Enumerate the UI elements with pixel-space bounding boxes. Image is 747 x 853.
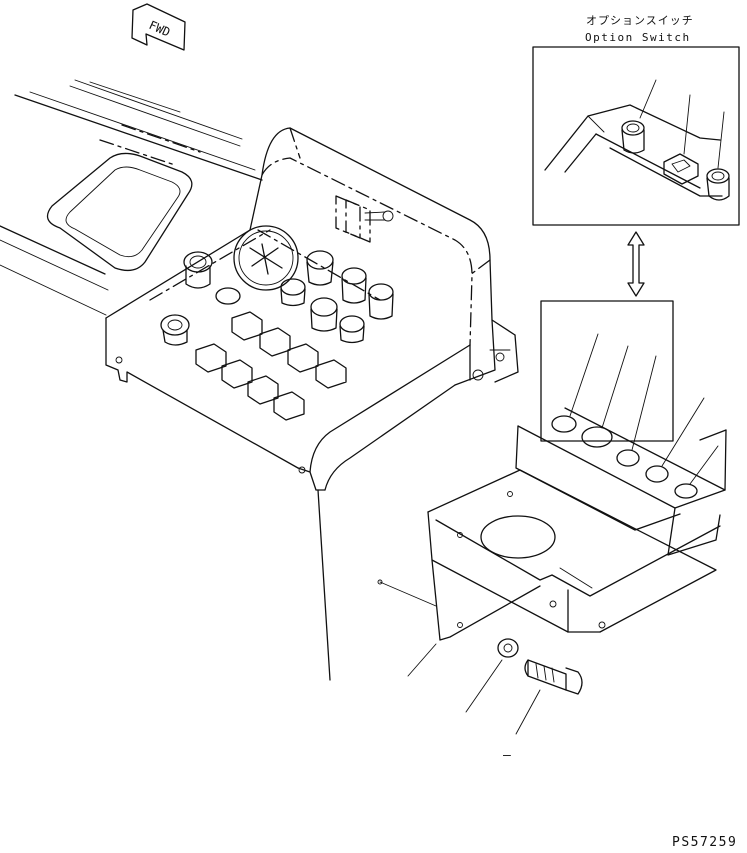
leader-bolt [515, 689, 541, 735]
loose-mark: – [503, 748, 512, 763]
option-switch-title-jp: オプションスイッチ [586, 14, 694, 27]
drawing-reference: PS57259 [672, 835, 737, 850]
bolt-icon [524, 659, 583, 695]
key-switch-icon [183, 251, 213, 289]
option-switch-detail: オプションスイッチ Option Switch [532, 14, 740, 226]
leader-console [317, 489, 331, 681]
exchange-arrow-icon [627, 231, 645, 297]
option-switch-title-en: Option Switch [585, 31, 691, 44]
leader-bracket [407, 643, 437, 677]
knob-switch-icon [280, 250, 394, 344]
console-window [46, 152, 193, 272]
key-switch-icon [621, 120, 645, 154]
washer-icon [497, 638, 519, 658]
key-switch-icon [160, 314, 190, 346]
knob-switch-icon [706, 168, 730, 201]
rocker-switch-icon [195, 311, 347, 421]
gauge-cluster [233, 225, 299, 291]
rocker-switch-icon [663, 153, 699, 185]
console-panel [105, 127, 519, 491]
fwd-arrow-icon: FWD [131, 3, 186, 51]
panel-switches [160, 250, 394, 421]
mounting-bracket [377, 300, 727, 641]
leader-washer [465, 659, 503, 713]
console-rails [0, 79, 263, 316]
